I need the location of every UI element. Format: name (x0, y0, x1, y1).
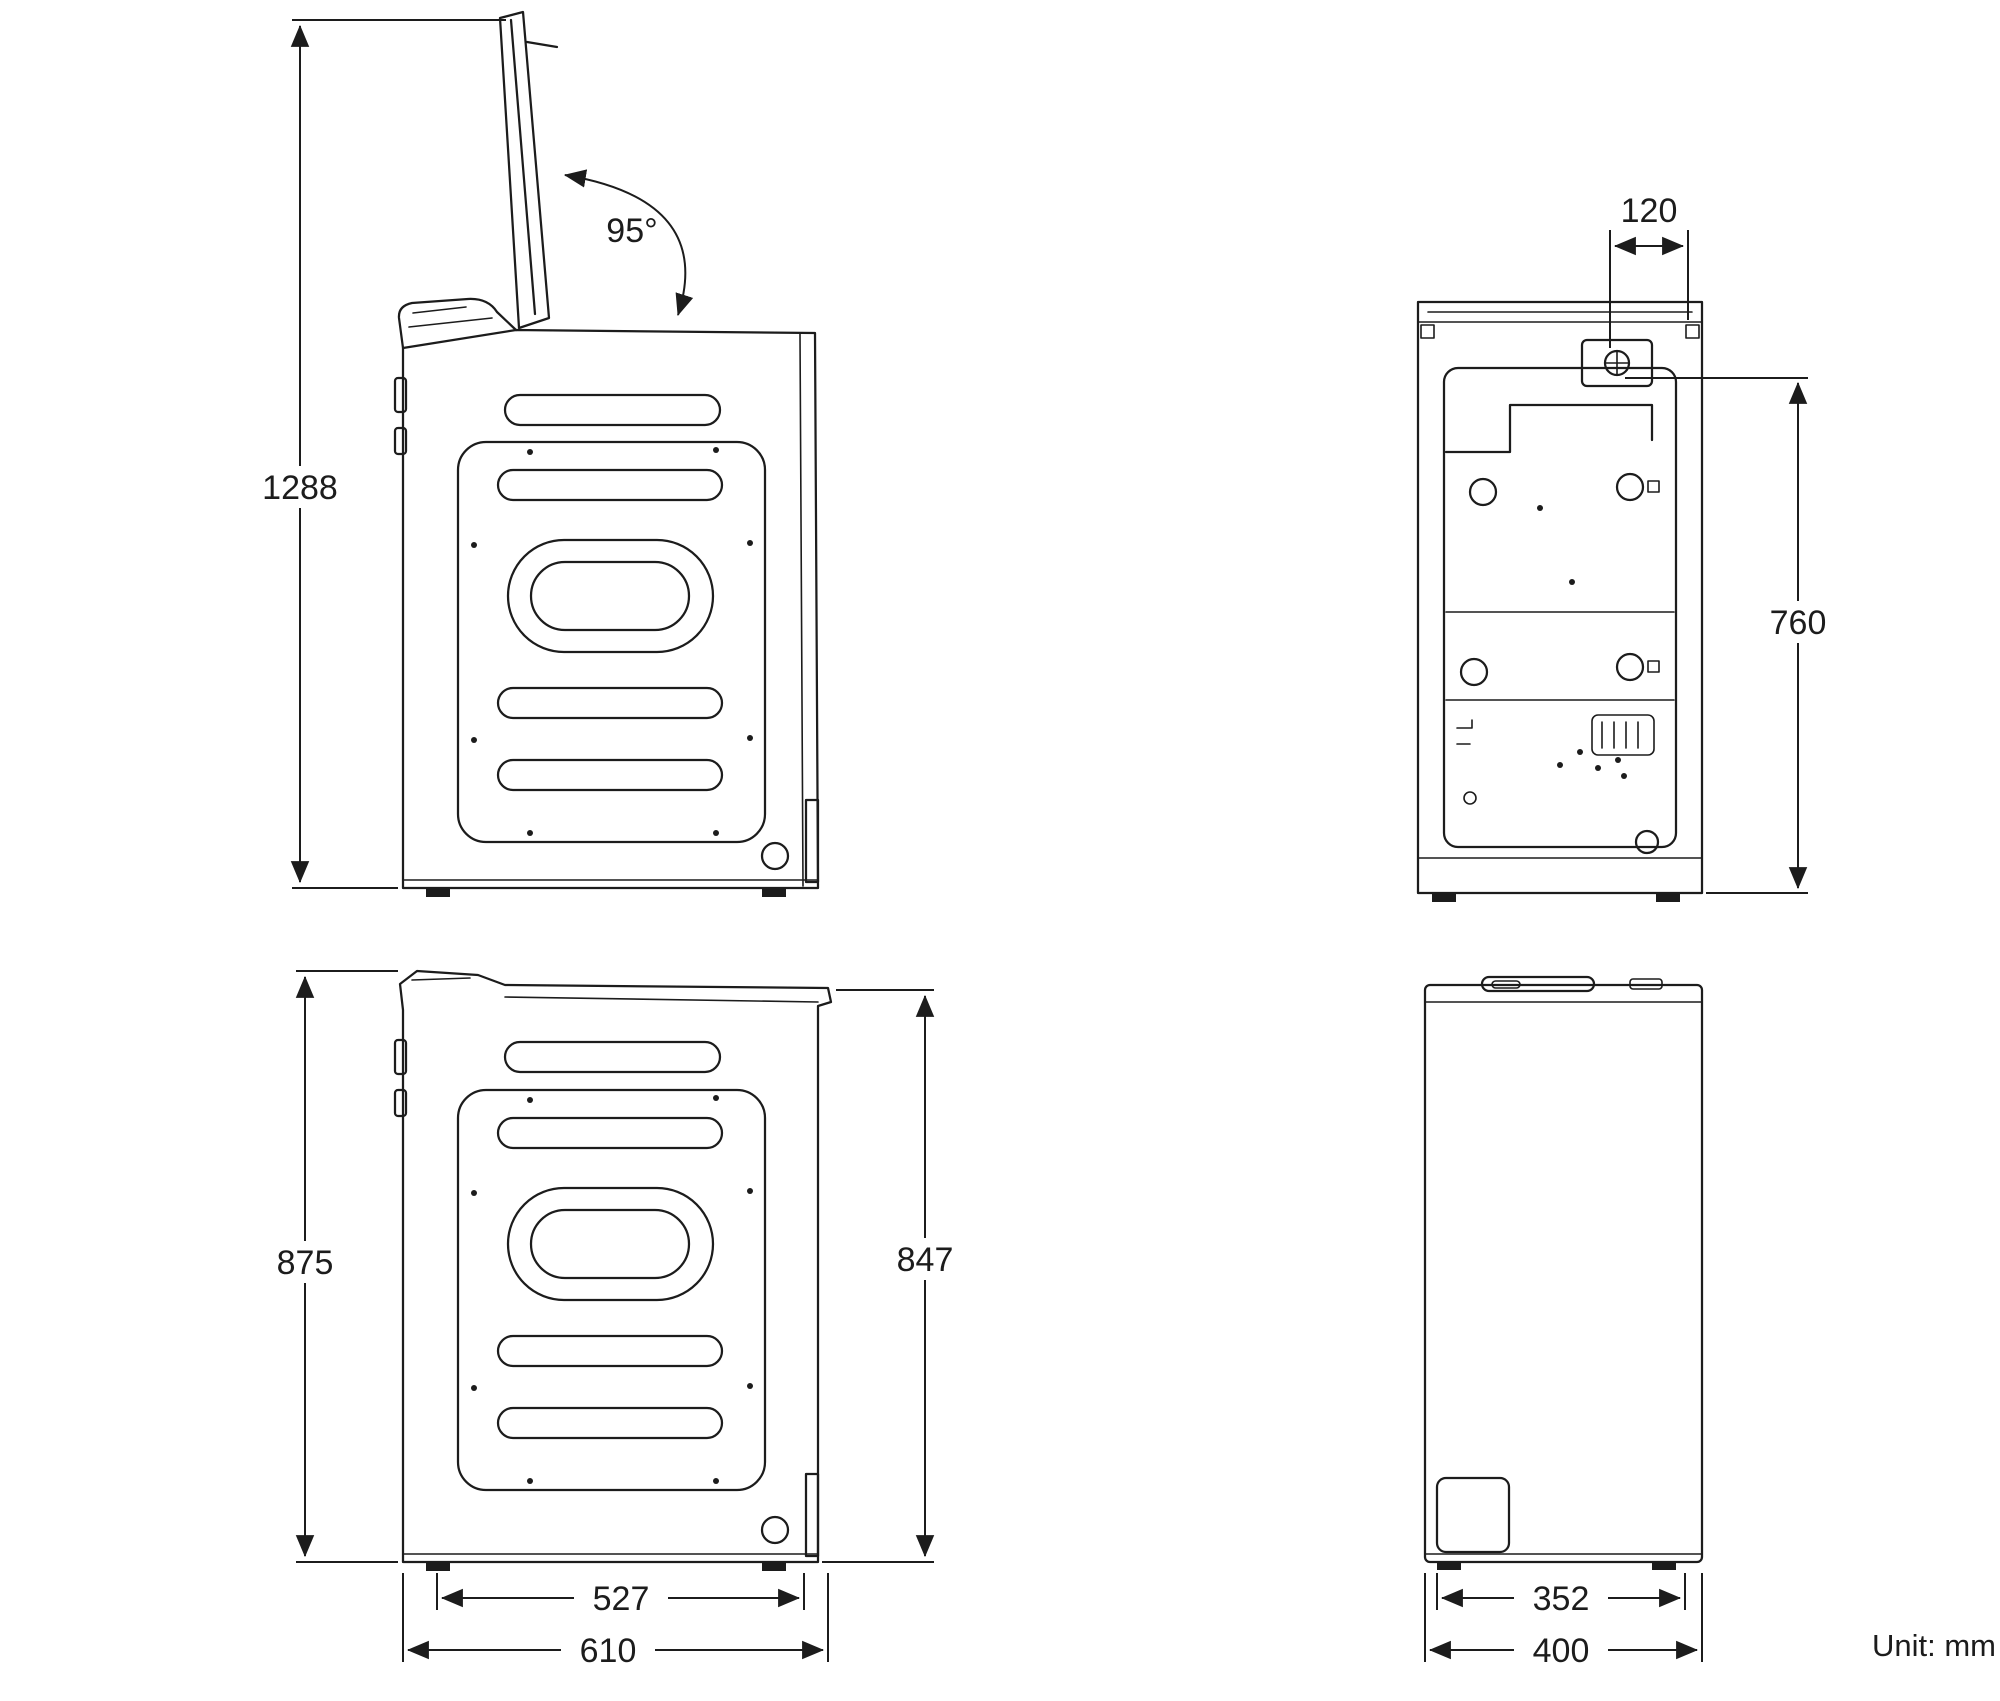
dim-760: 760 (1625, 377, 1840, 894)
front-machine (1423, 975, 1704, 1570)
lid-open (498, 10, 551, 330)
vent-slot (503, 1040, 722, 1074)
label-backing (1756, 601, 1840, 643)
cabinet-outline (398, 969, 833, 1564)
cabinet-outline (401, 328, 820, 890)
dim-875: 875 (258, 970, 398, 1563)
drum-oval-inner (529, 1208, 691, 1280)
hinge-block (393, 376, 408, 414)
label-backing (878, 1238, 972, 1280)
vent-slot (496, 758, 724, 792)
vent-slot (503, 393, 722, 427)
dim-label-inlet-height: 760 (1770, 604, 1827, 642)
corner-post (804, 798, 820, 884)
dim-label-width-overall: 400 (1533, 1632, 1590, 1670)
screw-dots (471, 447, 753, 836)
drum-oval-outer (506, 1186, 715, 1302)
vent-slot (496, 686, 724, 720)
service-hatch (1435, 1476, 1511, 1554)
screw-dots (471, 1095, 753, 1484)
view-side-closed: 875 847 527 610 (258, 969, 972, 1670)
vent-slot (496, 1334, 724, 1368)
label-backing (574, 1578, 668, 1618)
side-open-machine (393, 10, 820, 897)
label-backing (561, 1630, 655, 1670)
feet (1437, 1562, 1676, 1570)
drain-cap (760, 841, 790, 871)
control-panel-line (411, 977, 471, 981)
drum-oval-outer (506, 538, 715, 654)
dim-label-width-overall: 610 (580, 1632, 637, 1670)
side-panel (456, 440, 767, 844)
corner-post (804, 1472, 820, 1558)
vent-slot (496, 1406, 724, 1440)
lid-open-inner-line (509, 18, 537, 316)
hinge-block (393, 1038, 408, 1076)
view-side-open: 1288 95° (250, 10, 820, 897)
lid-seam (504, 996, 819, 1003)
side-closed-machine (393, 969, 833, 1571)
dim-527: 527 (436, 1573, 805, 1618)
screw-dots (1537, 505, 1627, 779)
hinge-block (393, 426, 408, 456)
lid-latch (1629, 978, 1663, 990)
lid-handle (1480, 975, 1596, 993)
dim-610: 610 (402, 1573, 829, 1670)
dim-angle-95: 95° (563, 169, 694, 317)
view-rear: 120 760 (1416, 192, 1840, 902)
unit-label: Unit: mm (1872, 1628, 1996, 1663)
dim-label-width-feet: 352 (1533, 1580, 1590, 1618)
control-panel (397, 297, 518, 350)
drum-oval-inner (529, 560, 691, 632)
corner-bracket (1685, 324, 1700, 339)
inlet-valve-cross (1604, 350, 1630, 376)
drain-cap (760, 1515, 790, 1545)
drain-cap (1634, 829, 1660, 855)
dim-label-width-feet: 527 (593, 1580, 650, 1618)
cabinet-rear-edge (799, 333, 804, 887)
cabinet-outline (1423, 983, 1704, 1564)
dim-label-lid-angle: 95° (606, 212, 657, 250)
dim-label-height-front: 875 (277, 1244, 334, 1282)
angle-arc-arrow (563, 169, 694, 317)
feet (426, 888, 786, 897)
inlet-valve (1580, 338, 1654, 388)
lid-handle-recess (1491, 980, 1521, 989)
vent-slot (496, 1116, 724, 1150)
dim-400: 400 (1424, 1573, 1703, 1670)
corner-bracket (1420, 324, 1435, 339)
label-backing (250, 466, 350, 508)
dim-label-top-offset: 120 (1621, 192, 1678, 230)
dim-label-height-rear: 847 (897, 1241, 954, 1279)
dim-120: 120 (1609, 192, 1689, 348)
label-backing (258, 1241, 352, 1283)
cabinet-outline (1416, 300, 1704, 895)
control-panel-line (412, 306, 467, 314)
bolt-heads (1459, 472, 1660, 687)
dim-1288: 1288 (250, 19, 506, 889)
rear-panel (1442, 366, 1678, 849)
hinge-block (393, 1088, 408, 1118)
feet (426, 1562, 786, 1571)
feet (1432, 893, 1680, 902)
control-panel-line2 (408, 317, 493, 328)
side-panel (456, 1088, 767, 1492)
dim-label-total-height: 1288 (262, 469, 338, 507)
rear-machine (1416, 300, 1704, 902)
lid-handle (525, 40, 559, 49)
label-backing (1514, 1578, 1608, 1618)
vent-slot (496, 468, 724, 502)
dim-352: 352 (1436, 1573, 1686, 1618)
panel-notch (1444, 403, 1654, 454)
dim-847: 847 (822, 989, 972, 1563)
label-backing (1514, 1630, 1608, 1670)
lower-details (1456, 714, 1655, 805)
view-front: 352 400 (1423, 975, 1704, 1670)
